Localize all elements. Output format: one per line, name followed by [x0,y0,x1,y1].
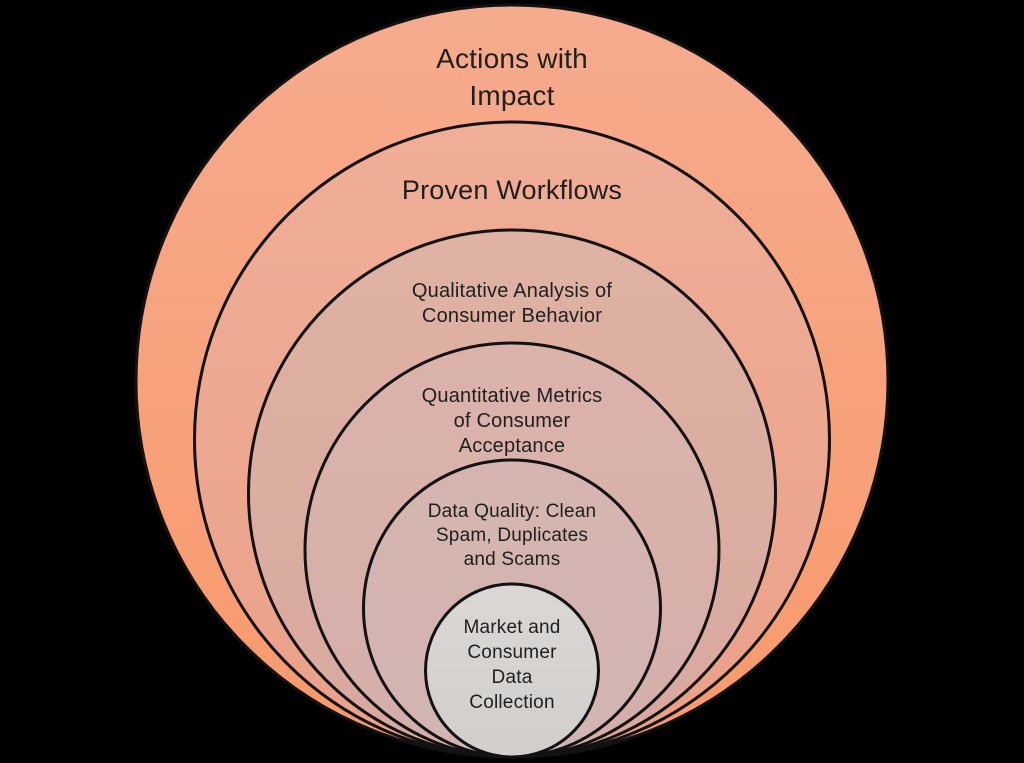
label-line-proven-workflows-0: Proven Workflows [402,175,622,205]
label-line-data-quality-0: Data Quality: Clean [428,501,597,522]
label-line-data-quality-1: Spam, Duplicates [436,525,588,546]
label-line-market-consumer-data-collection-3: Collection [469,692,554,713]
label-line-data-quality-2: and Scams [464,549,561,570]
label-line-qualitative-analysis-0: Qualitative Analysis of [412,280,612,302]
label-line-market-consumer-data-collection-2: Data [492,667,533,688]
circle-market-consumer-data-collection [424,582,600,759]
label-line-quantitative-metrics-2: Acceptance [459,435,566,457]
label-qualitative-analysis: Qualitative Analysis of Consumer Behavior [412,280,612,327]
label-line-quantitative-metrics-0: Quantitative Metrics [422,385,603,407]
label-line-market-consumer-data-collection-1: Consumer [467,642,557,663]
label-line-quantitative-metrics-1: of Consumer [454,410,571,432]
label-line-market-consumer-data-collection-0: Market and [463,617,560,638]
label-line-actions-with-impact-1: Impact [469,80,554,111]
label-line-qualitative-analysis-1: Consumer Behavior [422,305,602,327]
label-line-actions-with-impact-0: Actions with [436,43,588,74]
label-proven-workflows: Proven Workflows [402,175,622,205]
